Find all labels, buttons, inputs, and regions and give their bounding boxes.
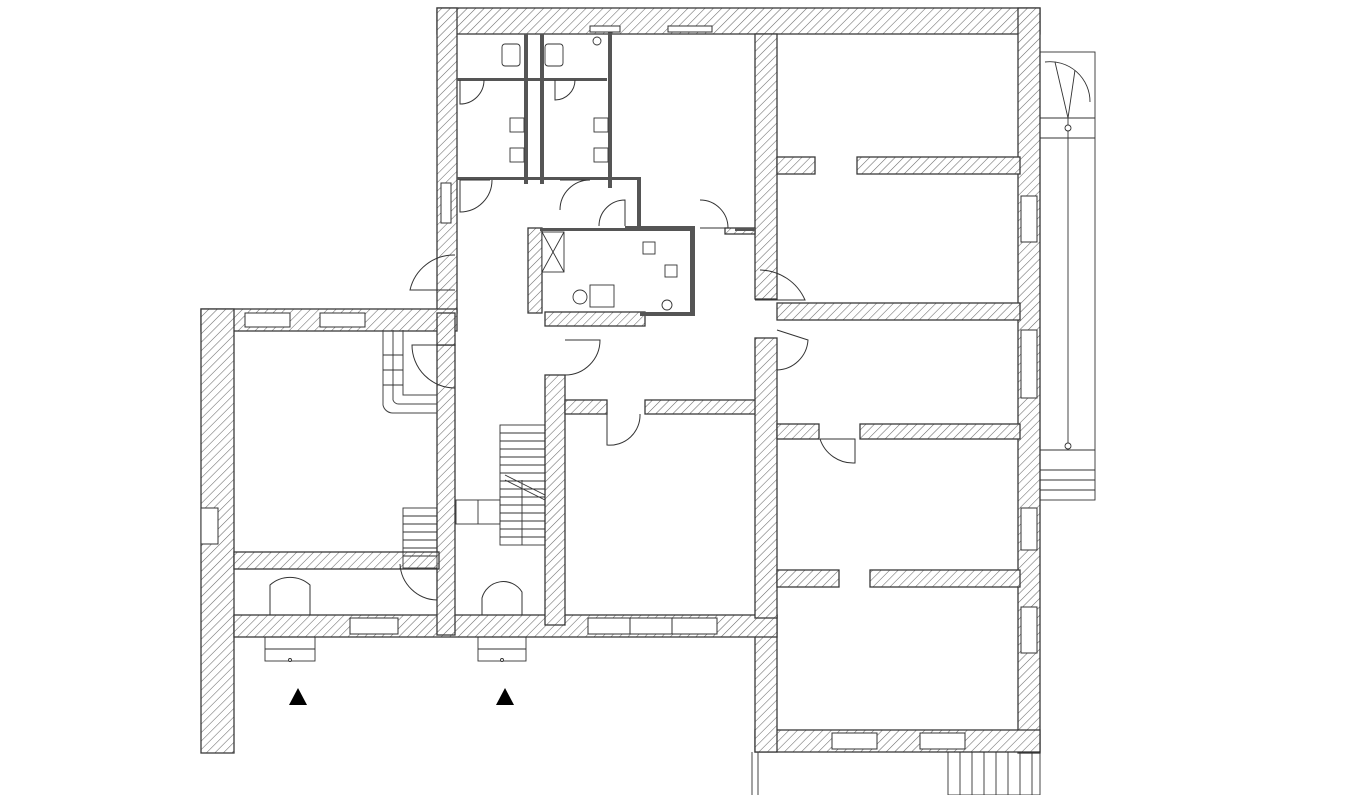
doors — [269, 79, 856, 615]
windows — [200, 25, 1038, 750]
stairs — [264, 51, 1096, 795]
interior-walls — [233, 33, 1021, 636]
west-entrance-triangle-up-icon — [289, 688, 307, 705]
exterior-walls — [200, 7, 1041, 754]
sanitary-fixtures — [501, 36, 678, 311]
sanitary-partitions — [457, 28, 755, 316]
main-entrance-triangle-up-icon — [496, 688, 514, 705]
entrance-markers — [289, 688, 514, 705]
